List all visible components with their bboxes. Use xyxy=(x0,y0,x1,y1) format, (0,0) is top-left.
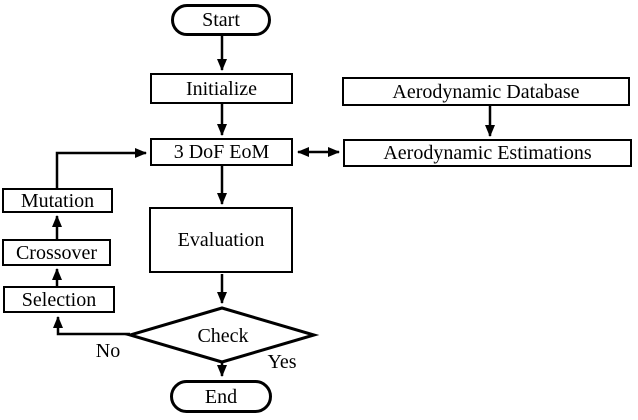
node-label-aerodynamic-database: Aerodynamic Database xyxy=(392,80,580,103)
node-label-evaluation: Evaluation xyxy=(177,229,265,251)
flow-node-selection: Selection xyxy=(3,286,115,313)
node-label-end: End xyxy=(204,385,238,408)
node-label-crossover: Crossover xyxy=(15,241,98,264)
node-label-3dof-eom: 3 DoF EoM xyxy=(173,141,270,163)
flow-node-aerodynamic-database: Aerodynamic Database xyxy=(342,77,630,106)
node-label-mutation: Mutation xyxy=(20,189,95,212)
flow-node-initialize: Initialize xyxy=(150,73,293,104)
flow-node-crossover: Crossover xyxy=(2,239,111,266)
flow-node-3dof-eom: 3 DoF EoM xyxy=(150,138,293,166)
edge-label-no-text: No xyxy=(95,340,121,362)
edge-label-yes: Yes xyxy=(261,351,303,373)
flow-node-end: End xyxy=(170,380,272,413)
edge-mutation-dofeom xyxy=(55,148,147,188)
flow-node-mutation: Mutation xyxy=(2,188,113,213)
flow-node-check-label: Check xyxy=(183,324,263,347)
node-label-selection: Selection xyxy=(21,288,97,311)
flow-node-evaluation: Evaluation xyxy=(149,207,293,273)
check-diamond-shape xyxy=(124,306,320,364)
node-label-aerodynamic-estimations: Aerodynamic Estimations xyxy=(383,142,592,164)
node-label-start: Start xyxy=(202,9,240,31)
edge-label-yes-text: Yes xyxy=(267,351,297,373)
node-label-initialize: Initialize xyxy=(185,77,258,100)
node-label-check: Check xyxy=(197,324,249,347)
flow-node-start: Start xyxy=(171,4,271,36)
edge-label-no: No xyxy=(89,340,127,362)
flow-node-aerodynamic-estimations: Aerodynamic Estimations xyxy=(343,139,632,167)
edge-check-selection xyxy=(53,316,130,336)
